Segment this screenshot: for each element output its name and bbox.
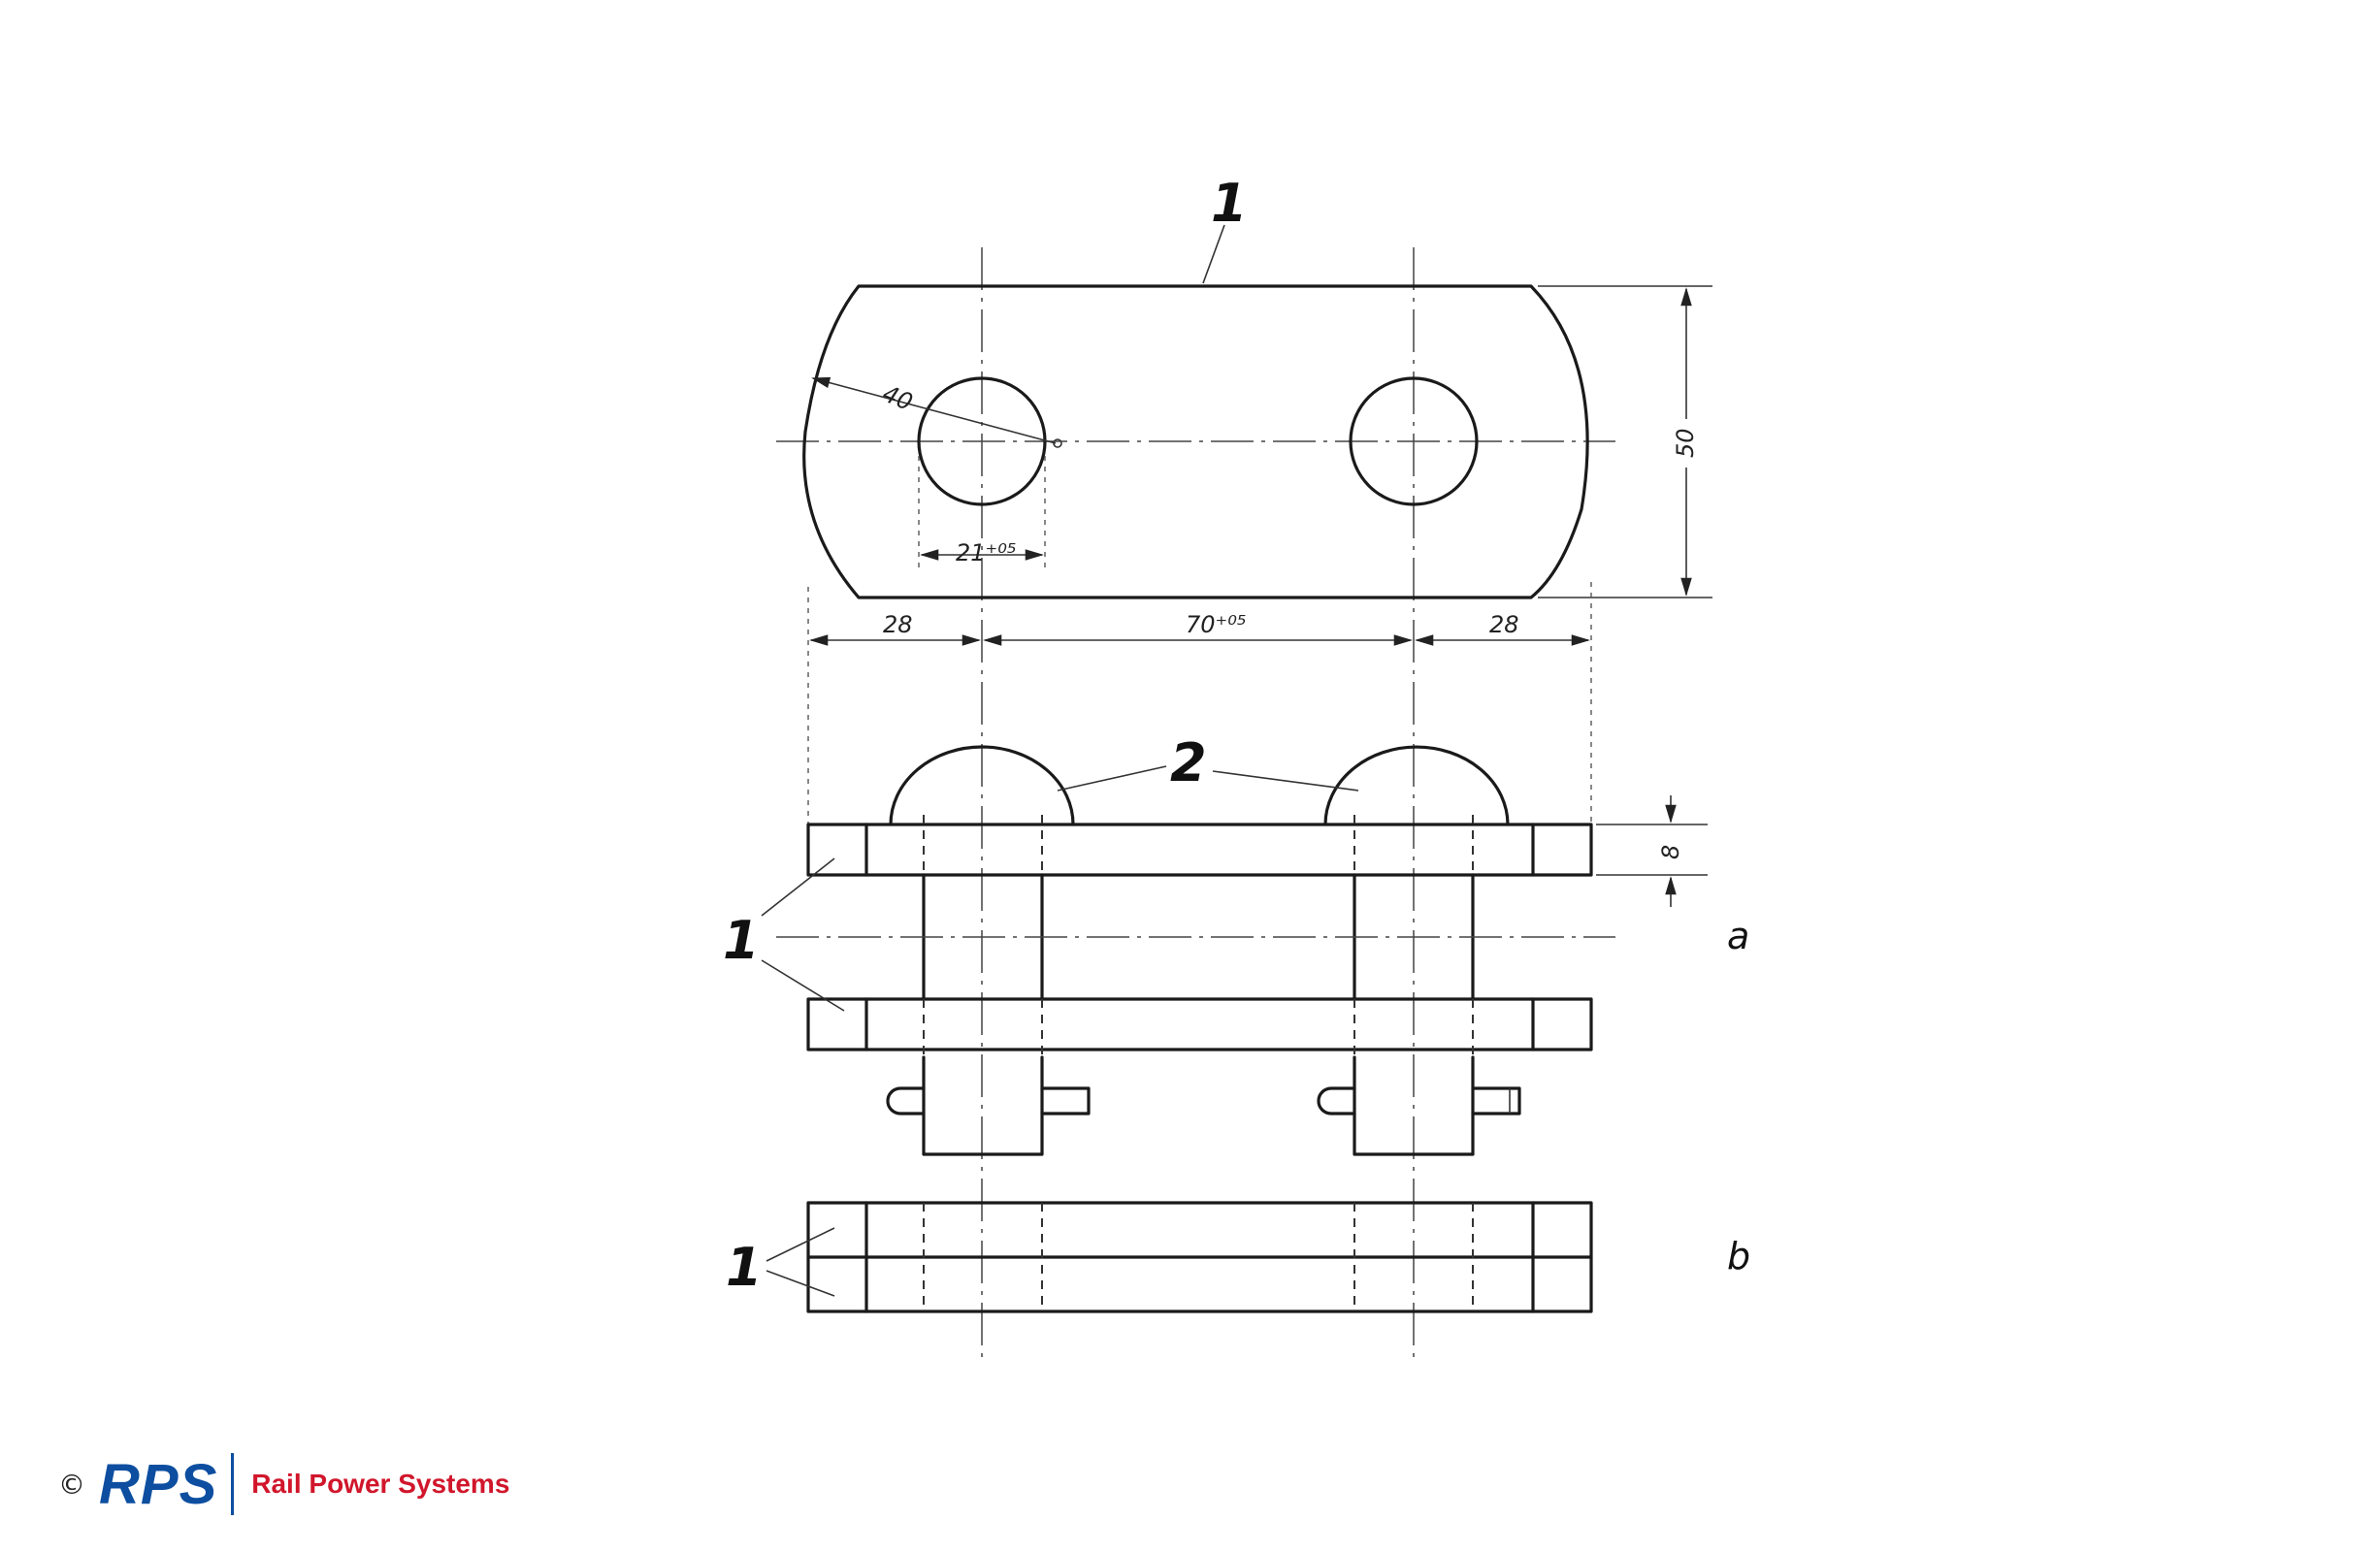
view-label-b: b: [1727, 1235, 1750, 1277]
callout-2: 2: [1170, 732, 1207, 793]
right-pin-tail: [1353, 1055, 1475, 1156]
callout-2-leader-left: [1057, 765, 1167, 792]
right-cotter-pin-right: [1471, 1086, 1521, 1116]
top-view: 40 21⁺⁰⁵ 50 28 70⁺⁰⁵ 28 1: [776, 173, 1712, 1358]
callout-1-b: 1: [726, 1237, 763, 1298]
height-label-gap: [1673, 419, 1700, 468]
company-name: Rail Power Systems: [251, 1469, 510, 1499]
dim-center-label: 70⁺⁰⁵: [1186, 611, 1246, 638]
hole-dim-label: 21⁺⁰⁵: [956, 539, 1016, 566]
upper-plate: [806, 823, 1593, 877]
callout-1-top-leader: [1202, 224, 1225, 284]
dim-right-label: 28: [1489, 611, 1519, 638]
callout-1-b-leader-bottom: [766, 1270, 835, 1297]
thickness-dim-label: 8: [1657, 845, 1684, 859]
callout-1-top: 1: [1211, 173, 1248, 234]
callout-1-b-leader-top: [766, 1227, 835, 1262]
side-view-b: 1 b: [726, 1201, 1750, 1313]
footer-branding: © RPS Rail Power Systems: [58, 1445, 509, 1523]
copyright-symbol: ©: [58, 1468, 85, 1501]
left-cotter-pin-left: [886, 1086, 926, 1116]
logo-divider: [231, 1453, 235, 1515]
callout-1-a-leader-bottom: [761, 959, 845, 1012]
dim-left-label: 28: [883, 611, 913, 638]
height-dim-label: 50: [1672, 428, 1699, 458]
rps-logo: RPS: [99, 1452, 218, 1516]
callout-1-a: 1: [723, 910, 760, 971]
right-cotter-pin-left: [1317, 1086, 1356, 1116]
callout-2-leader-right: [1212, 770, 1359, 792]
radius-leader: [811, 376, 1057, 444]
right-hole: [1349, 376, 1479, 506]
callout-1-a-leader-top: [761, 857, 835, 917]
right-pin-head: [1323, 745, 1510, 826]
left-hole: [917, 376, 1047, 506]
side-view-a: 8 2 1 a: [723, 732, 1749, 1156]
left-cotter-pin-right: [1040, 1086, 1091, 1116]
radius-label: 40: [879, 380, 917, 416]
radius-center-mark: [1053, 438, 1062, 448]
view-label-a: a: [1727, 915, 1749, 957]
left-pin-tail: [922, 1055, 1044, 1156]
lower-plate: [806, 997, 1593, 1051]
